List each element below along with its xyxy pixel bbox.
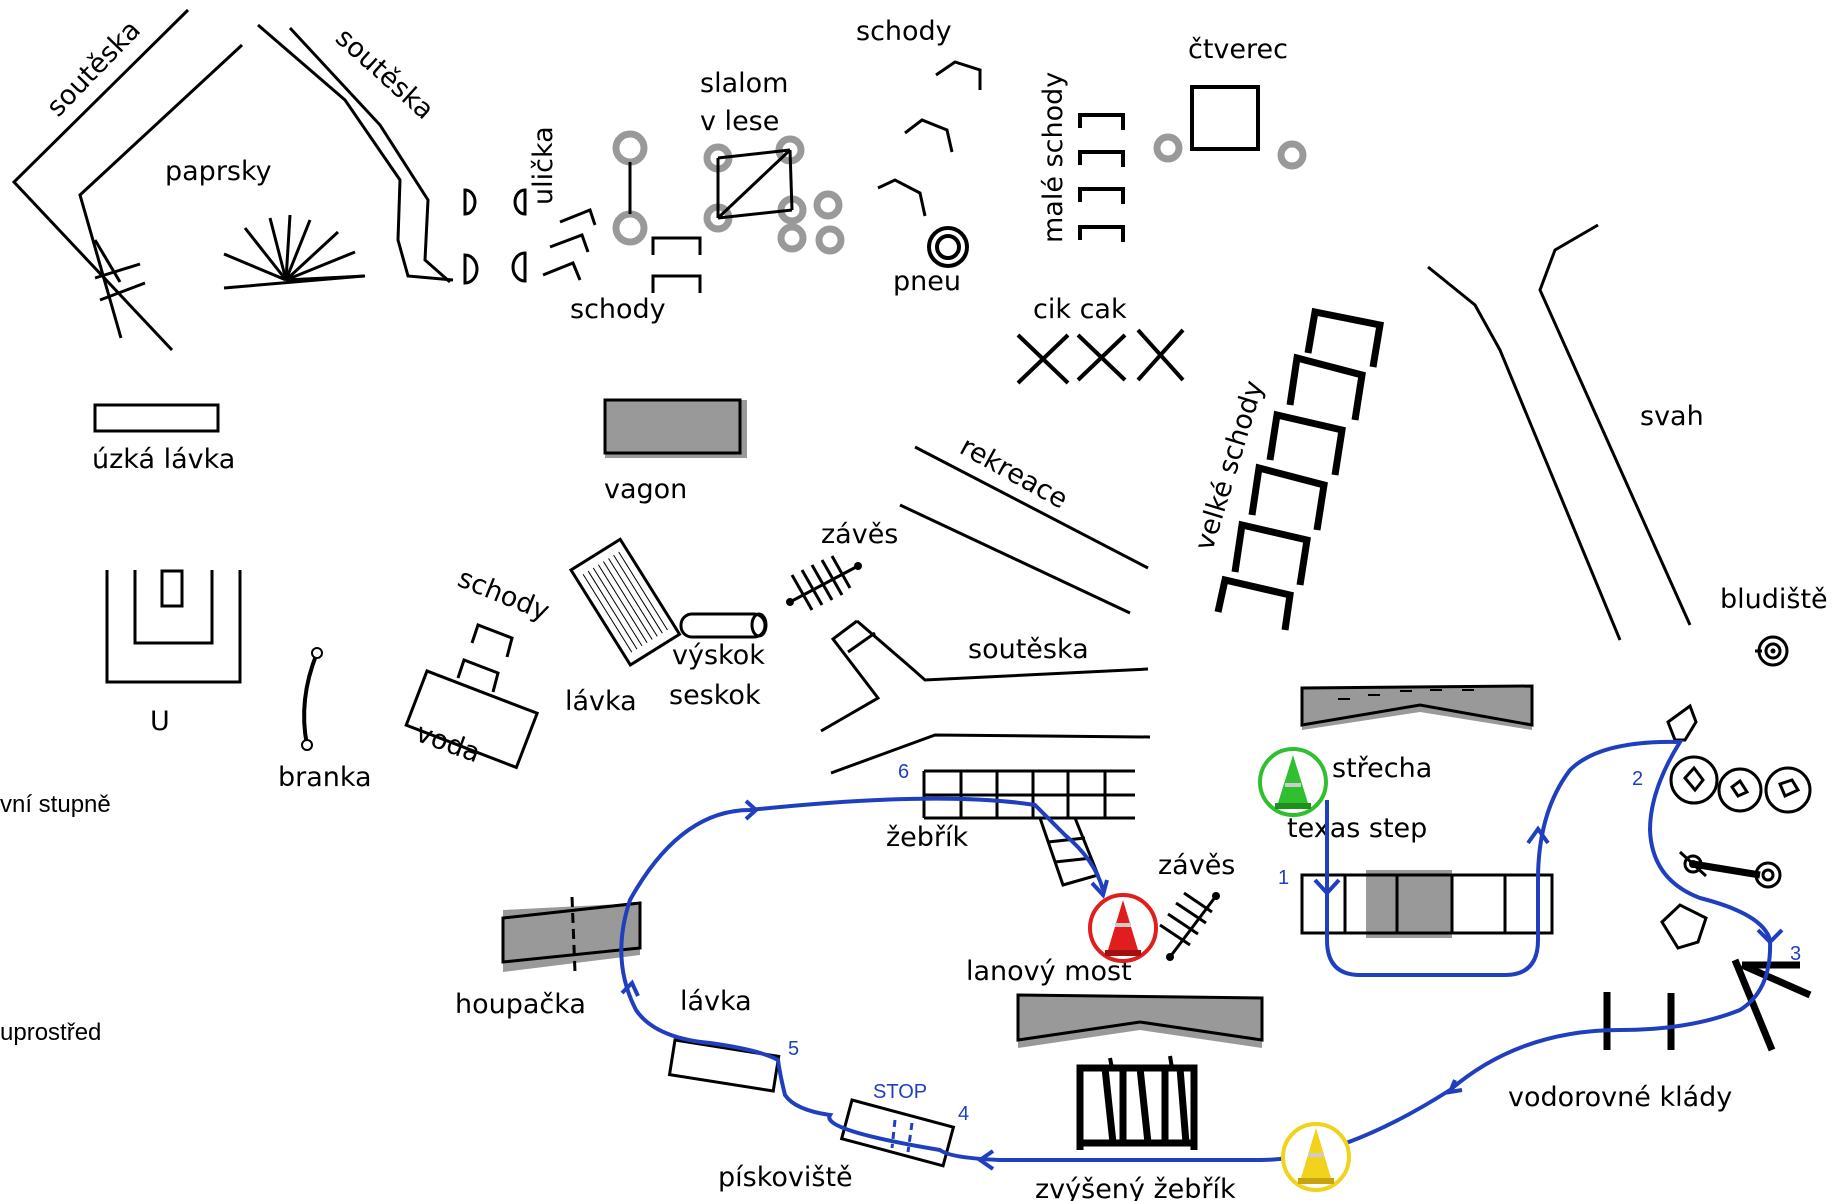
cone-green-icon <box>1258 747 1328 817</box>
soutezka-gorge-right <box>257 23 454 284</box>
texas-step-obstacle <box>1300 870 1554 938</box>
lanovy-most-rope-bridge <box>1016 993 1264 1048</box>
zvyseny-zebrik-raised-ladder <box>1076 1055 1198 1150</box>
schody-steps-3 <box>456 623 514 693</box>
paprsky-rays <box>223 214 366 290</box>
zebrik-ladder <box>922 769 1135 887</box>
label-lavka-2: lávka <box>680 986 752 1017</box>
pneu-tire <box>927 226 969 268</box>
label-pneu: pneu <box>893 266 961 297</box>
zaves-curtain-2 <box>1159 891 1220 961</box>
label-slalom-line2: v lese <box>700 106 779 137</box>
label-schody-1: schody <box>570 294 666 325</box>
voda-water-pool <box>404 669 540 770</box>
lavka-bench-1 <box>568 537 682 668</box>
velke-schody-big-steps <box>1214 307 1385 631</box>
lavka-bench-2 <box>667 1038 781 1093</box>
branka-gate <box>301 647 323 751</box>
label-zvyseny-zebrik: zvýšený žebřík <box>1035 1174 1236 1201</box>
label-soutezka-3: soutěska <box>968 634 1089 665</box>
label-strecha: střecha <box>1332 753 1432 784</box>
soutezka-gorge-middle <box>820 619 1151 775</box>
route-number-2: 2 <box>1632 768 1643 790</box>
u-shape-obstacle <box>105 569 242 684</box>
route-number-5: 5 <box>788 1038 799 1060</box>
label-zaves-2: závěs <box>1158 850 1235 881</box>
label-ulicka: ulička <box>528 126 559 205</box>
vodorovne-klady-logs <box>1603 958 1812 1052</box>
label-svah: svah <box>1640 401 1704 432</box>
bludiste-maze <box>1755 635 1789 667</box>
ulicka-half-circles <box>463 188 527 285</box>
label-soutezka-2: soutěska <box>329 22 439 126</box>
label-soutezka-1: soutěska <box>41 15 147 123</box>
label-schody-3: schody <box>453 563 553 628</box>
strecha-roof <box>1300 684 1534 730</box>
cone-red-icon <box>1088 893 1158 963</box>
piskoviste-sandpit <box>839 1098 956 1168</box>
label-lavka-1: lávka <box>565 686 637 717</box>
bludiste-rocks <box>1660 703 1812 950</box>
schody-steps-2 <box>877 60 982 217</box>
schody-steps-2-small <box>651 236 702 293</box>
label-branka: branka <box>278 762 372 793</box>
male-schody-steps <box>1078 113 1125 242</box>
uzka-lavka-narrow-bench <box>93 403 220 433</box>
label-texas-step: texas step <box>1287 813 1427 844</box>
rekreace-lines <box>899 445 1149 615</box>
cik-cak-crosses <box>1016 328 1185 385</box>
route-number-1: 1 <box>1278 867 1289 889</box>
label-schody-2: schody <box>856 16 952 47</box>
label-slalom-line1: slalom <box>700 68 788 99</box>
slalom-rings <box>612 130 845 255</box>
label-zebrik: žebřík <box>886 822 969 853</box>
soutezka-gorge-left <box>11 8 244 352</box>
label-bludiste: bludiště <box>1720 584 1828 615</box>
cone-yellow-icon <box>1281 1122 1351 1192</box>
label-houpacka: houpačka <box>455 989 586 1020</box>
ctverec-square <box>1153 85 1307 170</box>
label-lanovy-most: lanový most <box>966 956 1132 987</box>
label-uzka-lavka: úzká lávka <box>92 444 235 475</box>
label-zaves-1: závěs <box>821 519 898 550</box>
label-vyskok: výskok <box>672 640 765 671</box>
zaves-curtain-1 <box>786 555 862 611</box>
schody-steps-1 <box>542 208 597 281</box>
label-cut-left-2: uprostřed <box>0 1019 101 1046</box>
houpacka-seesaw <box>501 896 642 973</box>
vyskok-seskok-cylinder <box>679 612 768 639</box>
label-vodorovne-klady: vodorovné klády <box>1508 1082 1732 1113</box>
svah-slope <box>1427 223 1692 641</box>
label-stop: STOP <box>873 1081 927 1103</box>
label-seskok: seskok <box>669 680 761 711</box>
label-vagon: vagon <box>604 474 687 505</box>
label-piskoviste: pískoviště <box>718 1162 853 1193</box>
label-rekreace: rekreace <box>955 431 1073 515</box>
label-ctverec: čtverec <box>1188 34 1288 65</box>
vagon-wagon <box>603 398 747 458</box>
route-number-3: 3 <box>1790 943 1801 965</box>
label-cut-left-1: vní stupně <box>0 791 111 818</box>
route-number-6: 6 <box>898 761 909 783</box>
label-paprsky: paprsky <box>165 156 272 187</box>
label-voda: voda <box>412 717 485 769</box>
label-male-schody: malé schody <box>1038 72 1069 243</box>
label-cik-cak: cik cak <box>1033 294 1127 325</box>
label-u: U <box>150 706 170 737</box>
route-number-4: 4 <box>958 1103 969 1125</box>
